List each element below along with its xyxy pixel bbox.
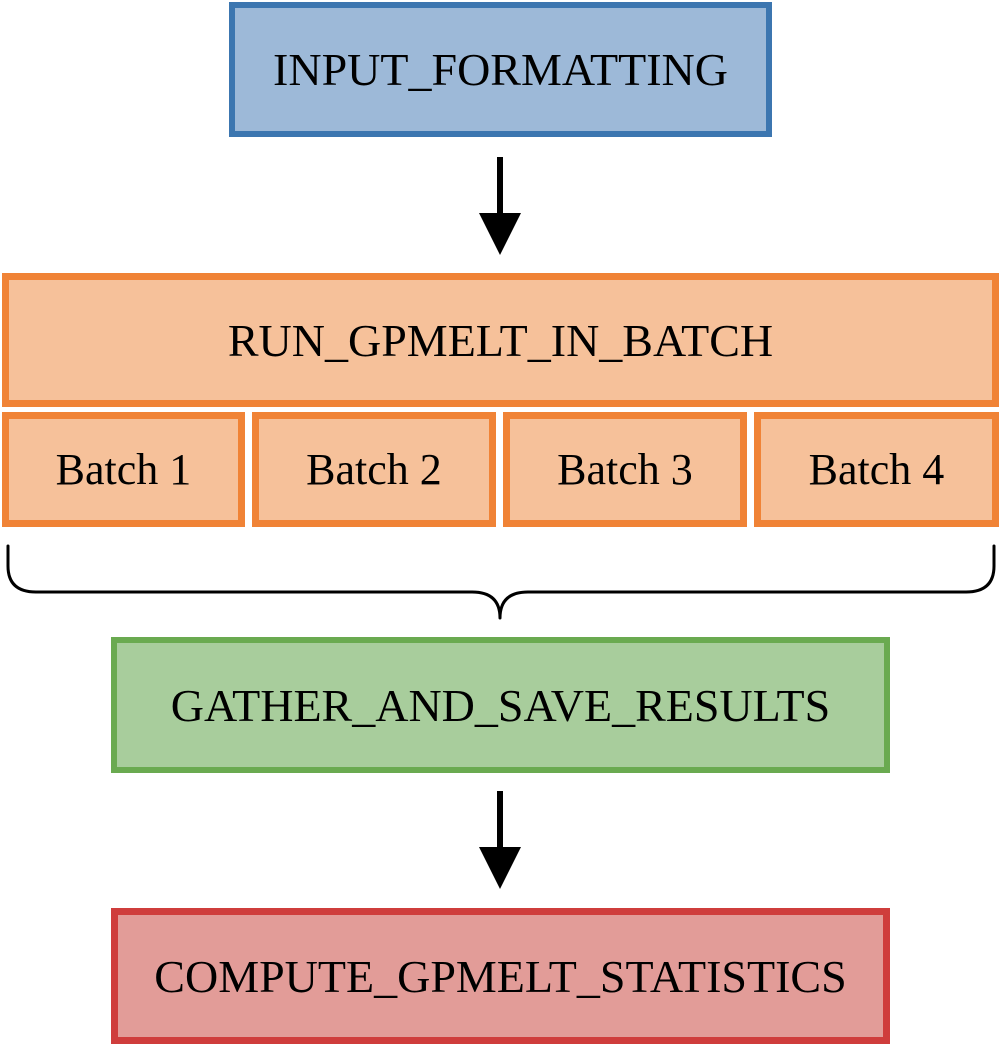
batch-node-1: Batch 1 — [2, 412, 245, 527]
curly-brace-icon — [6, 544, 996, 620]
batch-label: Batch 3 — [557, 445, 693, 494]
input-formatting-node: INPUT_FORMATTING — [229, 2, 772, 137]
down-arrow-icon — [479, 157, 521, 255]
batch-node-2: Batch 2 — [252, 412, 496, 527]
compute-gpmelt-statistics-node: COMPUTE_GPMELT_STATISTICS — [111, 908, 890, 1044]
batch-node-4: Batch 4 — [754, 412, 999, 527]
batch-node-3: Batch 3 — [503, 412, 747, 527]
batch-label: Batch 4 — [808, 445, 945, 494]
batch-label: Batch 2 — [306, 445, 442, 494]
down-arrow-icon — [479, 791, 521, 889]
run-gpmelt-in-batch-label: RUN_GPMELT_IN_BATCH — [227, 314, 774, 366]
batch-label: Batch 1 — [55, 445, 192, 494]
input-formatting-label: INPUT_FORMATTING — [273, 44, 728, 95]
run-gpmelt-in-batch-node: RUN_GPMELT_IN_BATCH — [2, 273, 999, 407]
gather-and-save-results-label: GATHER_AND_SAVE_RESULTS — [170, 679, 831, 731]
gather-and-save-results-node: GATHER_AND_SAVE_RESULTS — [111, 637, 890, 773]
compute-gpmelt-statistics-label: COMPUTE_GPMELT_STATISTICS — [154, 950, 847, 1002]
